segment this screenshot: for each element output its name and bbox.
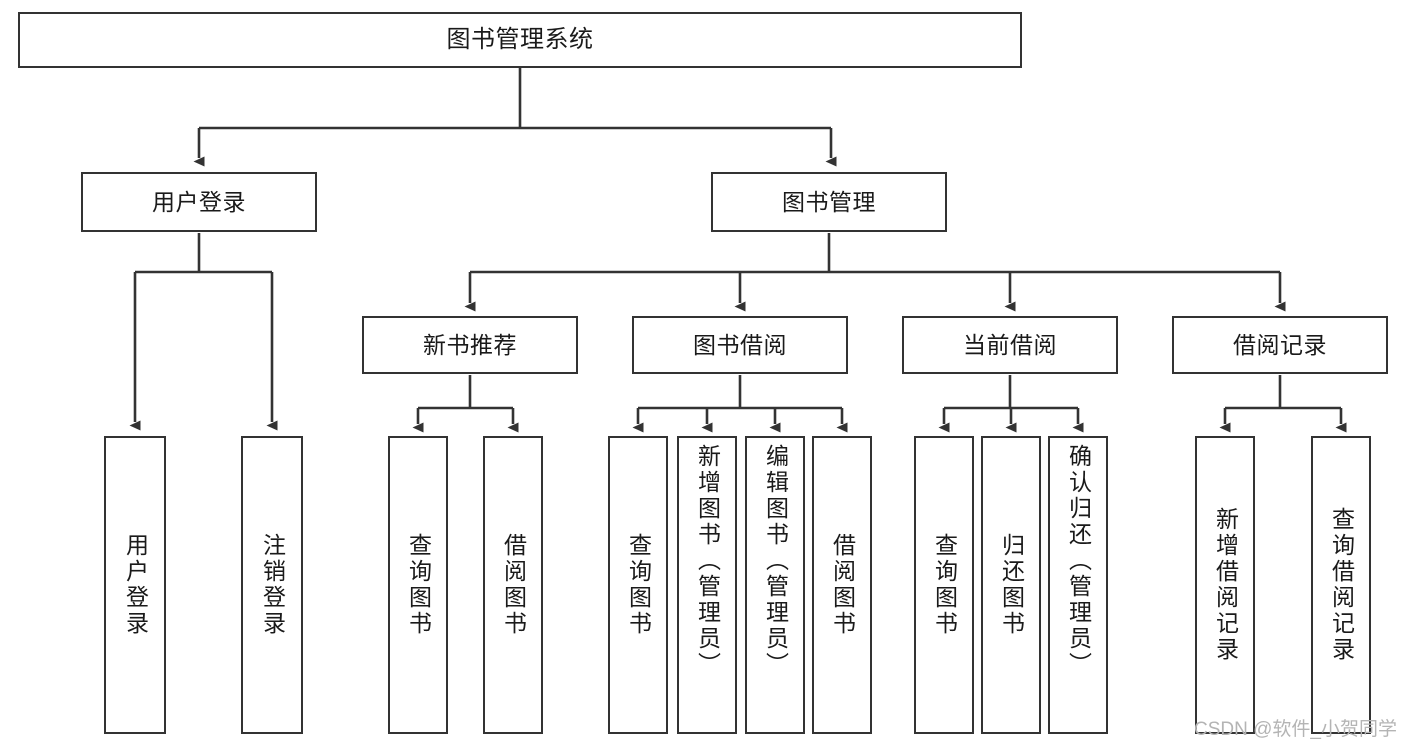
node-leaf-add-book-admin[interactable]: 新增图书（管理员） [677, 436, 737, 734]
node-label: 新增借阅记录 [1212, 507, 1239, 663]
node-label: 新增图书（管理员） [694, 444, 721, 678]
node-label: 当前借阅 [963, 331, 1057, 358]
node-leaf-return-book[interactable]: 归还图书 [981, 436, 1041, 734]
node-label: 编辑图书（管理员） [762, 444, 789, 678]
node-label: 图书借阅 [693, 331, 787, 358]
node-label: 借阅图书 [829, 533, 856, 637]
node-label: 查询借阅记录 [1328, 507, 1355, 663]
node-label: 用户登录 [122, 533, 149, 637]
node-label: 查询图书 [405, 533, 432, 637]
node-leaf-query-book-2[interactable]: 查询图书 [608, 436, 668, 734]
node-borrow-record[interactable]: 借阅记录 [1172, 316, 1388, 374]
node-leaf-user-login[interactable]: 用户登录 [104, 436, 166, 734]
node-label: 借阅记录 [1233, 331, 1327, 358]
node-new-book-recommend[interactable]: 新书推荐 [362, 316, 578, 374]
watermark-text: CSDN @软件_小贺同学 [1194, 719, 1397, 740]
node-root-book-management-system[interactable]: 图书管理系统 [18, 12, 1022, 68]
node-label: 查询图书 [625, 533, 652, 637]
node-leaf-edit-book-admin[interactable]: 编辑图书（管理员） [745, 436, 805, 734]
node-book-borrow[interactable]: 图书借阅 [632, 316, 848, 374]
node-label: 借阅图书 [500, 533, 527, 637]
node-label: 注销登录 [259, 533, 286, 637]
node-label: 新书推荐 [423, 331, 517, 358]
node-book-management[interactable]: 图书管理 [711, 172, 947, 232]
node-label: 确认归还（管理员） [1065, 444, 1092, 678]
node-label: 图书管理系统 [446, 26, 594, 54]
node-label: 图书管理 [782, 188, 876, 215]
node-leaf-query-borrow-record[interactable]: 查询借阅记录 [1311, 436, 1371, 734]
node-leaf-user-logout[interactable]: 注销登录 [241, 436, 303, 734]
node-leaf-query-book-3[interactable]: 查询图书 [914, 436, 974, 734]
node-leaf-query-book-1[interactable]: 查询图书 [388, 436, 448, 734]
node-label: 归还图书 [998, 533, 1025, 637]
node-label: 用户登录 [152, 188, 246, 215]
node-current-borrow[interactable]: 当前借阅 [902, 316, 1118, 374]
node-leaf-confirm-return-admin[interactable]: 确认归还（管理员） [1048, 436, 1108, 734]
node-leaf-borrow-book-1[interactable]: 借阅图书 [483, 436, 543, 734]
node-user-login[interactable]: 用户登录 [81, 172, 317, 232]
node-leaf-borrow-book-2[interactable]: 借阅图书 [812, 436, 872, 734]
node-label: 查询图书 [931, 533, 958, 637]
node-leaf-add-borrow-record[interactable]: 新增借阅记录 [1195, 436, 1255, 734]
